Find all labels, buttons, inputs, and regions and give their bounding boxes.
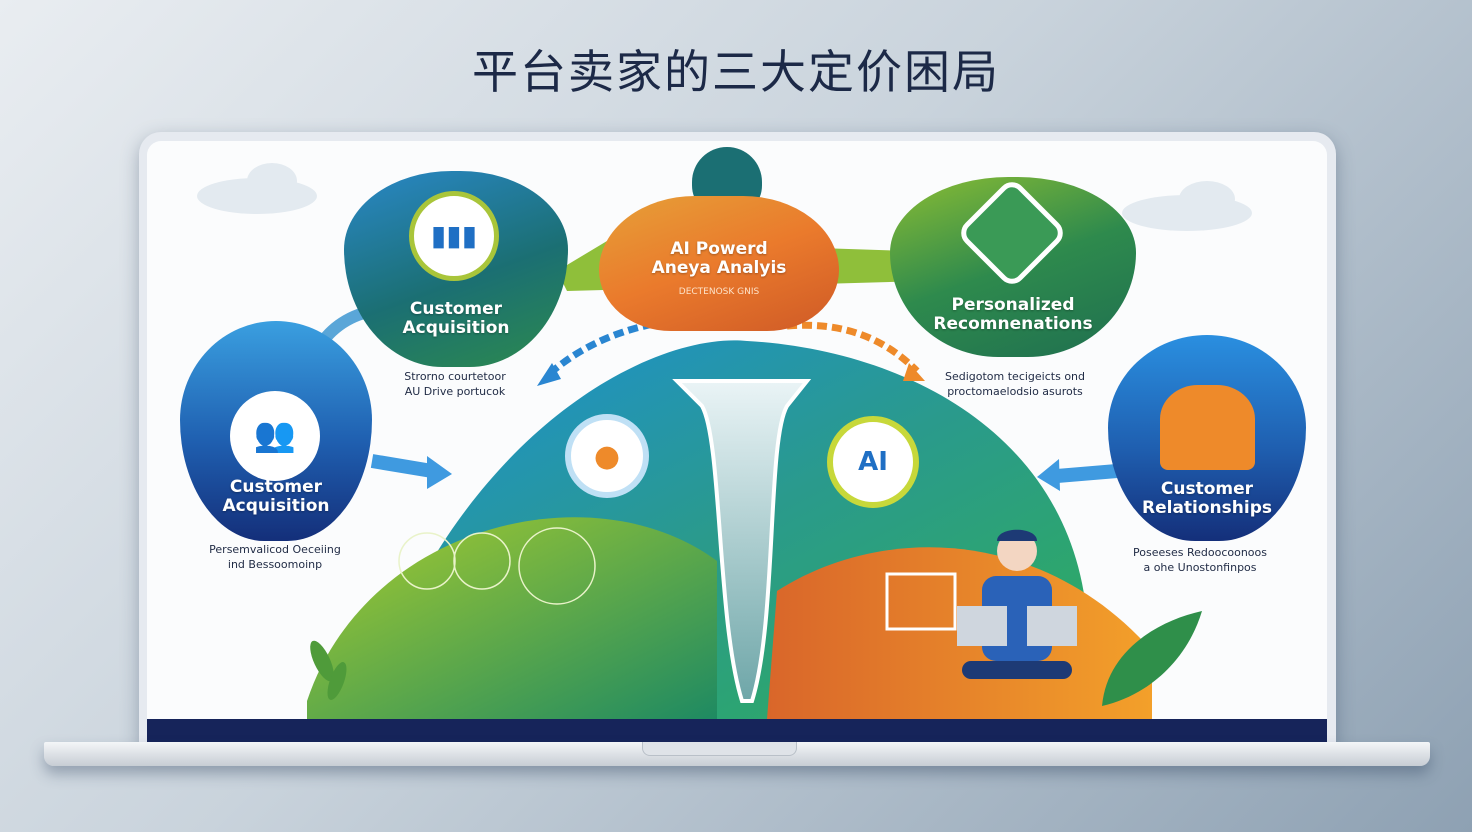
arrow-head-icon	[427, 456, 452, 489]
arrow-right-to-hill	[1056, 464, 1118, 483]
caption-top-left: Strorno courtetoor AU Drive portucok	[345, 369, 565, 400]
chart-card-icon	[885, 572, 957, 631]
infographic: ▮▮▮ Customer Acquisition AI Powerd Aneya…	[147, 141, 1327, 719]
arrow-head-left	[537, 363, 561, 386]
illustration-shapes	[197, 163, 1252, 719]
green-hill	[307, 517, 717, 719]
caption-line: ind Bessoomoinp	[227, 558, 323, 572]
node-label: Recomnenations	[933, 314, 1093, 335]
caption-line: proctomaelodsio asurots	[947, 385, 1083, 399]
arrow-left-to-hill	[370, 454, 434, 478]
caption-line: a ohe Unostonfinpos	[1143, 561, 1257, 575]
laptop-base	[44, 742, 1430, 766]
data-circles	[398, 527, 596, 605]
caption-line: Persemvalicod Oeceiing	[209, 543, 341, 556]
arrow-head-right	[903, 363, 925, 381]
caption-top-right: Sedigotom tecigeicts ond proctomaelodsio…	[905, 369, 1125, 400]
node-label: Acquisition	[402, 318, 510, 339]
screen-bottom-bar	[147, 719, 1327, 743]
laptop-notch	[642, 742, 797, 756]
ai-badge: AI	[827, 416, 919, 508]
node-label: Acquisition	[222, 496, 330, 517]
caption-line: Strorno courtetoor	[404, 370, 506, 383]
node-label: Customer	[1160, 478, 1254, 499]
node-label: Personalized	[951, 294, 1075, 315]
caption-line: Sedigotom tecigeicts ond	[944, 370, 1086, 383]
cloud-right	[1122, 181, 1252, 231]
ai-badge-text: AI	[858, 447, 888, 477]
people-group-icon: 👥	[230, 391, 320, 481]
person-badge-icon: ●	[565, 414, 649, 498]
node-ai-powered-analysis[interactable]: AI Powerd Aneya Analyis DECTENOSK GNIS	[599, 196, 839, 331]
leaf-right-icon	[1102, 611, 1202, 706]
node-customer-acquisition-top[interactable]: ▮▮▮ Customer Acquisition	[344, 171, 568, 367]
caption-left: Persemvalicod Oeceiing ind Bessoomoinp	[165, 542, 385, 573]
node-label: AI Powerd	[670, 238, 768, 259]
node-customer-acquisition-left[interactable]: 👥 Customer Acquisition	[180, 321, 372, 541]
node-label: Customer	[409, 298, 503, 319]
caption-right: Poseeses Redoocoonoos a ohe Unostonfinpo…	[1090, 545, 1310, 576]
dashed-arrow-right	[786, 321, 920, 374]
laptop-screen: ▮▮▮ Customer Acquisition AI Powerd Aneya…	[139, 132, 1336, 746]
node-label: Aneya Analyis	[651, 258, 787, 279]
arrow-head-icon	[1037, 459, 1060, 491]
caption-line: Poseeses Redoocoonoos	[1133, 546, 1267, 559]
chart-growth-icon: ▮▮▮	[409, 191, 499, 281]
node-label: Customer	[229, 476, 323, 497]
person-laptop-icon	[957, 529, 1077, 679]
customers-icon	[1160, 385, 1255, 470]
caption-line: AU Drive portucok	[404, 385, 506, 399]
page-title: 平台卖家的三大定价困局	[472, 45, 1000, 99]
node-label: Relationships	[1142, 498, 1272, 519]
node-personalized-recommendations[interactable]: Personalized Recomnenations	[890, 176, 1136, 357]
cloud-left	[197, 163, 317, 214]
node-customer-relationships[interactable]: Customer Relationships	[1108, 335, 1306, 541]
node-sublabel: DECTENOSK GNIS	[678, 286, 760, 297]
funnel	[672, 379, 812, 703]
leaf-left-icon	[310, 640, 347, 700]
shield-hexagon-icon	[955, 176, 1069, 290]
